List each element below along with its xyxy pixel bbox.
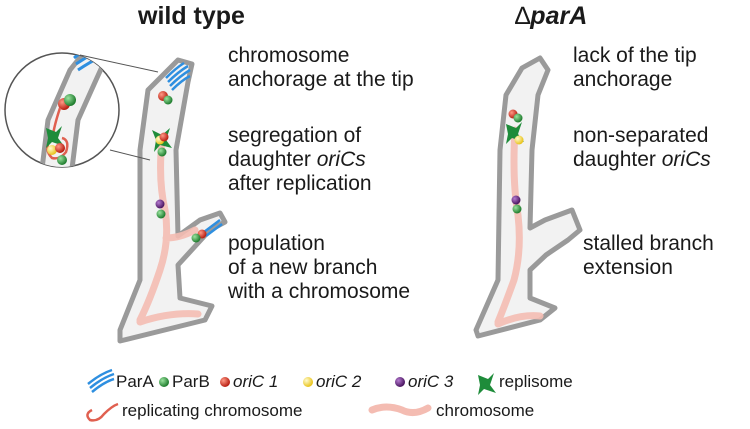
mutant-segregation-text: non-separated daughter oriCs: [573, 124, 711, 171]
parb-dot: [191, 233, 201, 243]
wt-segregation-text: segregation of daughter oriCs after repl…: [228, 124, 372, 195]
oric3-dot: [155, 199, 165, 209]
parb-dot: [156, 209, 166, 219]
legend-parb-icon: [159, 377, 169, 387]
mutant-chromosome: [494, 126, 544, 328]
mutant-hypha-outline: [473, 55, 583, 339]
legend-replicating-label: replicating chromosome: [122, 401, 303, 420]
legend-icons: [86, 368, 496, 422]
mutant-gene: parA: [530, 2, 588, 30]
legend-para-label: ParA: [116, 372, 154, 391]
mutant-hypha: [473, 55, 583, 339]
legend-chromosome-icon: [368, 403, 432, 417]
legend-oric3-label: oriC 3: [408, 372, 454, 391]
legend-oric2-icon: [303, 377, 313, 387]
parb-dot: [163, 95, 173, 105]
wt-branch-text: population of a new branch with a chromo…: [228, 232, 411, 303]
parb-dot: [512, 204, 522, 214]
delta-symbol: ∆: [515, 2, 531, 30]
oric3-dot: [511, 195, 521, 205]
parb-dot: [157, 147, 167, 157]
oric1-dot: [159, 132, 169, 142]
mutant-branch-text: stalled branch extension: [583, 232, 714, 279]
legend-para-icon: [87, 368, 115, 393]
legend-oric1-label: oriC 1: [233, 372, 279, 391]
legend-chromosome-label: chromosome: [436, 401, 535, 420]
wild-type-title: wild type: [138, 2, 245, 30]
wild-type-hypha: [117, 57, 228, 344]
mutant-anchorage-text: lack of the tip anchorage: [573, 44, 697, 91]
legend-parb-label: ParB: [172, 372, 210, 391]
wild-type-chromosome: [136, 136, 202, 326]
legend-oric2-label: oriC 2: [316, 372, 362, 391]
legend-replisome-icon: [478, 373, 496, 395]
mutant-title: ∆parA: [515, 2, 587, 31]
legend-oric3-icon: [395, 377, 405, 387]
legend-replicating-icon: [86, 402, 119, 422]
oric2-dot: [514, 135, 524, 145]
legend-replisome-label: replisome: [499, 372, 573, 391]
parb-dot: [513, 113, 523, 123]
wt-anchorage-text: chromosome anchorage at the tip: [228, 44, 414, 91]
zoom-inset: [4, 52, 159, 168]
wild-type-hypha-outline: [117, 57, 228, 344]
legend-oric1-icon: [220, 377, 230, 387]
para-icon: [165, 61, 191, 91]
